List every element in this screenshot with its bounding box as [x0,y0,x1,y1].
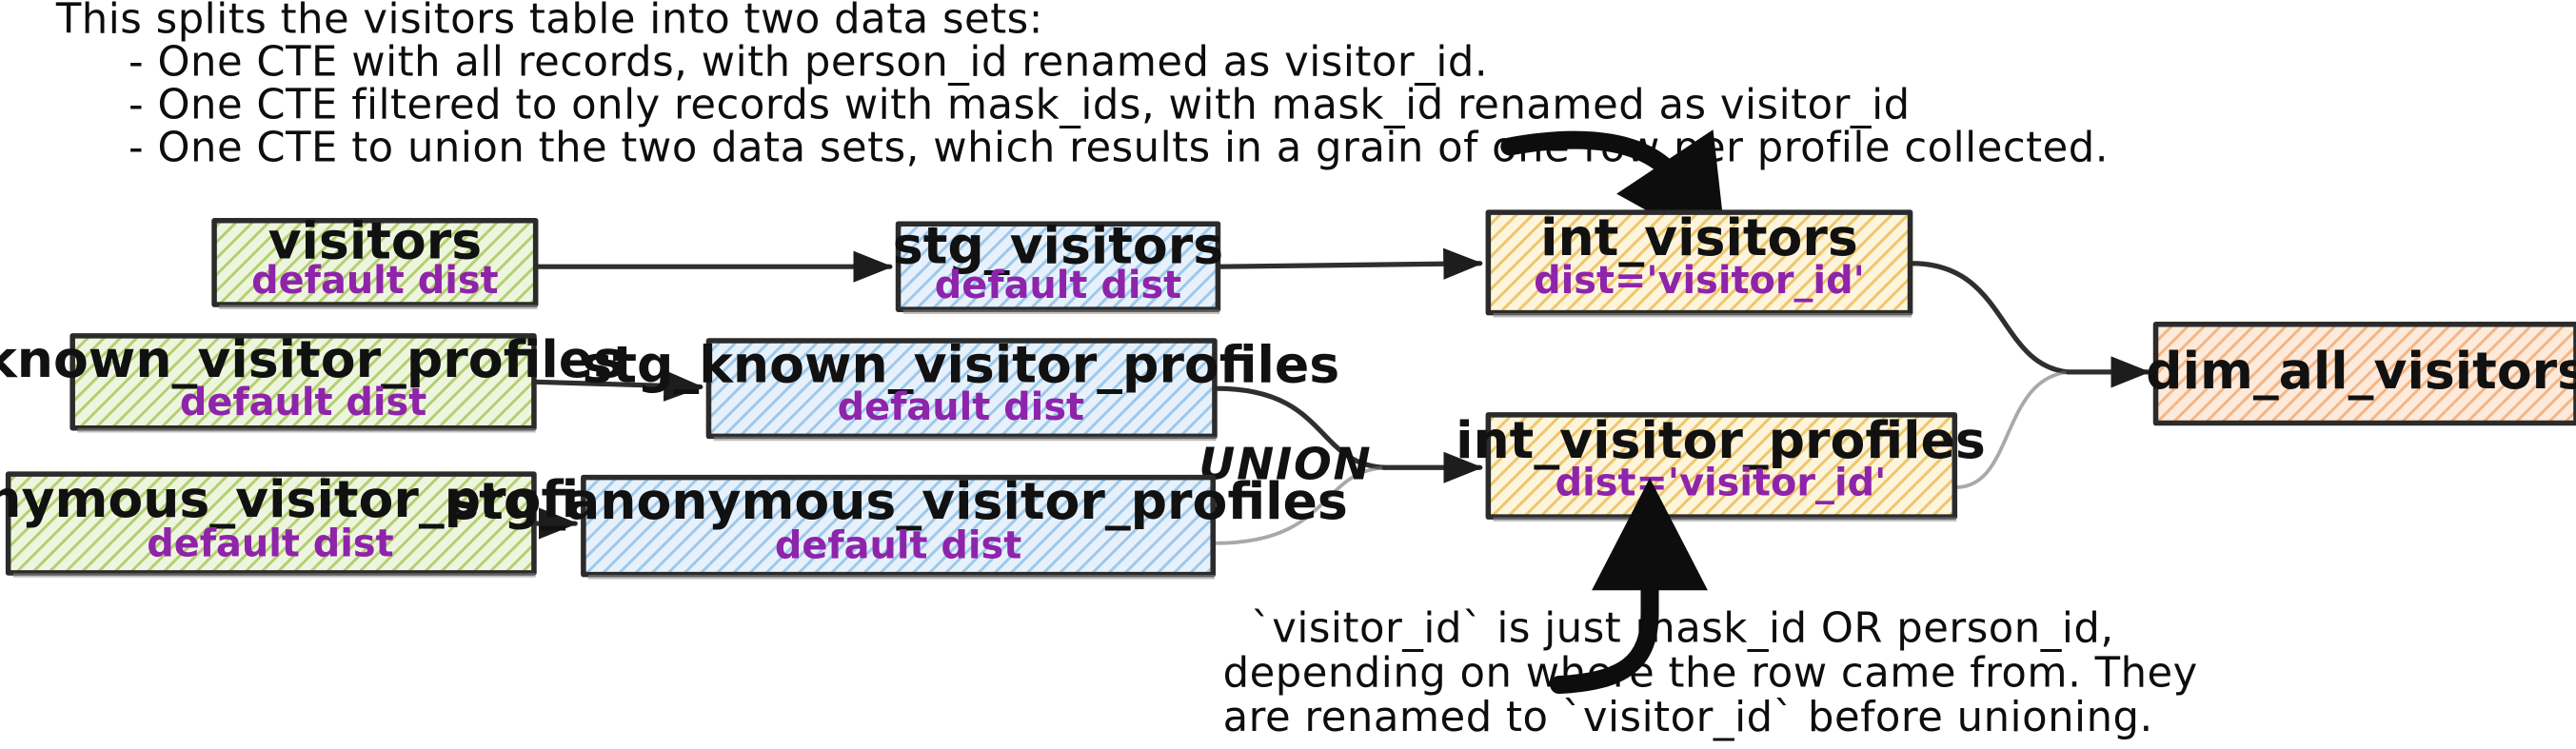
node-known-visitor-profiles[interactable]: known_visitor_profiles default dist [0,329,624,433]
node-subtitle: default dist [935,264,1181,307]
node-subtitle: default dist [147,522,393,566]
node-subtitle: dist='visitor_id' [1556,462,1887,505]
edge-stg-visitors-to-int-visitors [1217,247,1483,280]
node-int-visitors[interactable]: int_visitors dist='visitor_id' [1485,207,1913,318]
node-anonymous-visitor-profiles[interactable]: anonymous_visitor_profiles default dist [0,469,662,578]
bottom-note-arrow [1550,478,1708,695]
node-subtitle: default dist [838,385,1084,429]
node-int-visitor-profiles[interactable]: int_visitor_profiles dist='visitor_id' [1456,410,1986,522]
edge-stg-known-to-int-profiles [1214,385,1387,470]
node-dim-all-visitors[interactable]: dim_all_visitors [2146,321,2576,426]
bottom-note-line-0: `visitor_id` is just mask_id OR person_i… [1251,605,2114,653]
top-note-line-1: - One CTE with all records, with person_… [129,39,1488,87]
node-title: int_visitor_profiles [1456,410,1986,470]
bottom-note: `visitor_id` is just mask_id OR person_i… [1223,605,2198,741]
top-note-line-3: - One CTE to union the two data sets, wh… [129,125,2109,172]
edge-int-profiles-to-dim [1954,370,2071,489]
node-title: int_visitors [1540,207,1858,267]
top-note-line-2: - One CTE filtered to only records with … [129,82,1911,129]
node-subtitle: default dist [180,381,426,424]
node-stg-known-visitor-profiles[interactable]: stg_known_visitor_profiles default dist [582,334,1339,442]
node-title: stg_visitors [893,216,1223,276]
node-subtitle: dist='visitor_id' [1534,259,1865,303]
node-subtitle: default dist [775,523,1021,567]
top-note-line-0: This splits the visitors table into two … [55,0,1043,44]
node-stg-anonymous-visitor-profiles[interactable]: stg_anonymous_visitor_profiles default d… [448,471,1348,580]
bottom-note-line-2: are renamed to `visitor_id` before union… [1223,694,2153,741]
node-title: stg_anonymous_visitor_profiles [448,471,1348,531]
node-visitors[interactable]: visitors default dist [211,211,539,309]
union-edge-label: UNION [1199,439,1372,490]
node-stg-visitors[interactable]: stg_visitors default dist [893,216,1223,315]
node-title: visitors [268,211,483,271]
top-note-arrow [1500,129,1728,256]
node-title: dim_all_visitors [2146,341,2576,401]
node-title: stg_known_visitor_profiles [582,334,1339,394]
bottom-note-line-1: depending on where the row came from. Th… [1223,649,2198,697]
edge-int-visitors-to-dim [1909,261,2071,375]
node-title: known_visitor_profiles [0,329,624,389]
edge-known-to-stg-known [533,369,703,402]
edge-stg-anon-to-int-profiles [1213,465,1387,545]
top-note: This splits the visitors table into two … [55,0,2109,172]
edges [533,247,2150,545]
node-title: anonymous_visitor_profiles [0,469,662,529]
node-subtitle: default dist [251,259,498,303]
